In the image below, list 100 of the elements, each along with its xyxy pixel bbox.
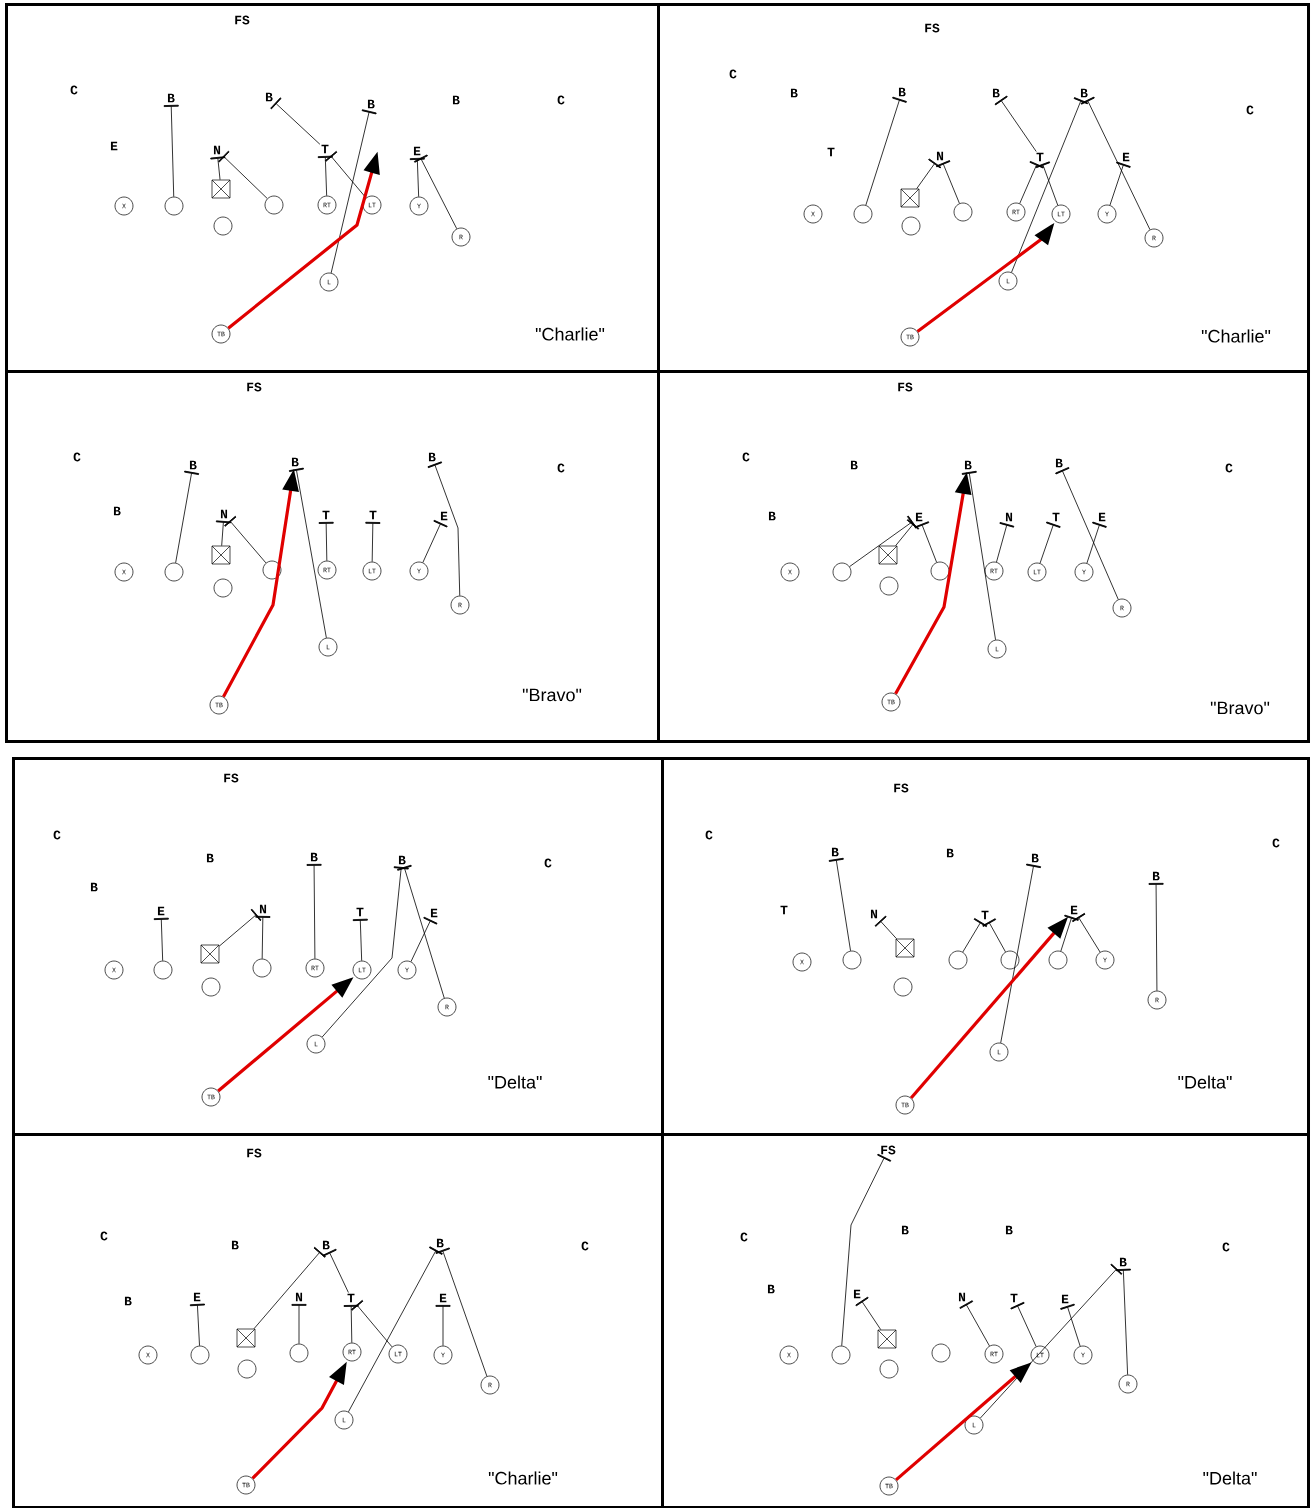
position-letter: B [428,452,436,462]
position-letter: FS [898,382,913,392]
block-line [962,918,988,953]
player-circle [879,576,899,596]
block-line [1060,914,1079,952]
position-letter: B [113,506,121,516]
position-letter: E [1061,1294,1069,1304]
player-circle [930,561,950,581]
block-line [163,104,179,198]
position-letter: T [1036,152,1044,162]
block-line [175,470,200,564]
block-line [849,515,917,567]
player-circle [289,1343,309,1363]
position-letter: B [767,1284,775,1294]
block-line [218,150,268,199]
player-circle [252,958,272,978]
position-letter: C [100,1231,108,1241]
position-letter: N [295,1292,303,1302]
position-letter: B [90,882,98,892]
player-circle [953,202,973,222]
block-line [352,918,368,962]
player-circle [948,950,968,970]
block-line [1080,96,1151,230]
block-line [318,521,334,562]
position-letter: B [1055,458,1063,468]
block-line [410,916,438,962]
block-line [959,1300,990,1347]
player-circle [1048,950,1068,970]
position-letter: N [259,904,267,914]
block-line [1039,521,1061,564]
player-circle [164,562,184,582]
position-letter: N [213,145,221,155]
position-letter: E [1070,905,1078,915]
center-square [895,938,915,958]
position-letter: C [557,95,565,105]
position-letter: FS [224,773,239,783]
block-line [153,917,169,962]
player-circle [164,196,184,216]
block-line [916,158,942,190]
position-letter: C [1272,838,1280,848]
player-circle [264,195,284,215]
position-letter: B [291,457,299,467]
position-letter: E [915,512,923,522]
player-circle [931,1343,951,1363]
position-letter: B [322,1240,330,1250]
player-circle [853,204,873,224]
player-circle [190,1345,210,1365]
position-letter: N [870,909,878,919]
position-letter: C [1225,463,1233,473]
block-line [422,519,448,563]
position-letter: N [220,509,228,519]
block-line [189,1303,205,1347]
center-square [236,1328,256,1348]
block-line [874,915,897,940]
block-line [218,908,262,947]
block-line [409,157,425,198]
block-line [996,522,1015,563]
position-letter: N [958,1292,966,1302]
position-letter: C [742,452,750,462]
center-square [211,545,231,565]
position-letter: T [369,510,377,520]
position-letter: C [1246,105,1254,115]
center-square [900,188,920,208]
block-line [321,866,409,1038]
player-circle [213,216,233,236]
position-letter: B [436,1238,444,1248]
position-letter: B [206,853,214,863]
position-letter: T [1010,1293,1018,1303]
block-line [1055,467,1119,600]
center-square [877,1329,897,1349]
position-letter: E [853,1289,861,1299]
position-letter: B [901,1225,909,1235]
block-line [1148,882,1164,992]
center-square [211,179,231,199]
player-circle [153,960,173,980]
position-letter: B [850,460,858,470]
player-circle [879,1359,899,1379]
player-circle [831,1345,851,1365]
position-letter: T [321,144,329,154]
block-line [413,154,458,230]
position-letter: E [1098,512,1106,522]
position-letter: B [167,93,175,103]
block-line [1071,912,1101,953]
block-line [1035,161,1059,206]
position-letter: E [413,146,421,156]
block-line [270,97,321,145]
position-letter: E [440,511,448,521]
block-line [397,864,445,999]
position-letter: B [124,1296,132,1306]
position-letter: C [557,463,565,473]
position-letter: N [1005,512,1013,522]
block-line [936,160,960,204]
position-letter: B [452,95,460,105]
position-letter: FS [247,382,262,392]
block-line [330,109,377,274]
position-letter: T [827,147,835,157]
center-square [878,545,898,565]
player-circle [262,560,282,580]
position-letter: FS [925,23,940,33]
player-circle [842,950,862,970]
